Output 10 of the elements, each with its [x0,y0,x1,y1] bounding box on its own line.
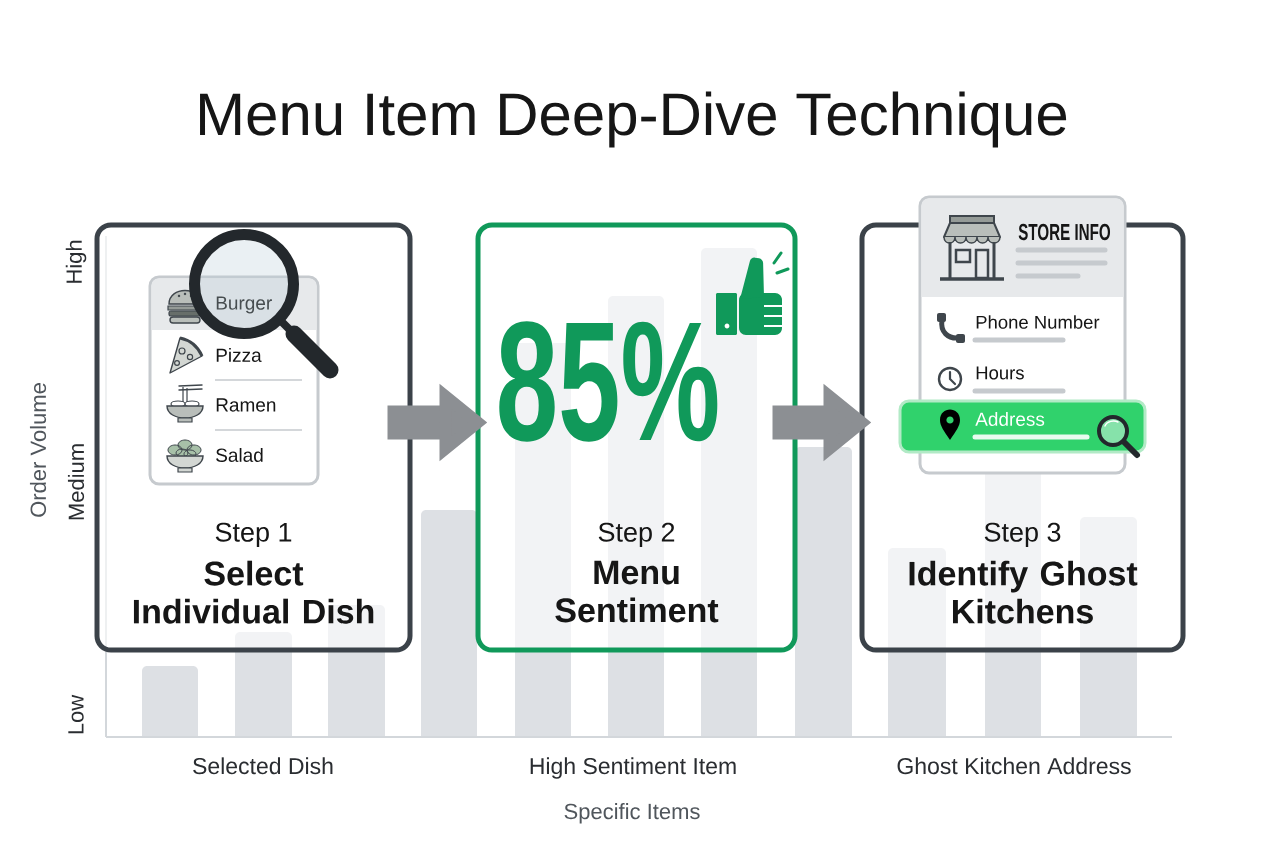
percentage-figure: 85% [499,321,718,442]
category-label: Selected Dish [193,757,333,775]
axis-tick-label: Low [68,694,84,734]
axis-tick-label: Medium [67,444,85,520]
axis-title: Order Volume [29,383,47,517]
title: Menu Item Deep-Dive Technique [200,91,1067,148]
axis-title: Specific Items [564,803,700,824]
category-label: Ghost Kitchen Address [897,757,1131,775]
category-label: High Sentiment Item [530,757,736,779]
axis-tick-label: High [65,240,87,283]
